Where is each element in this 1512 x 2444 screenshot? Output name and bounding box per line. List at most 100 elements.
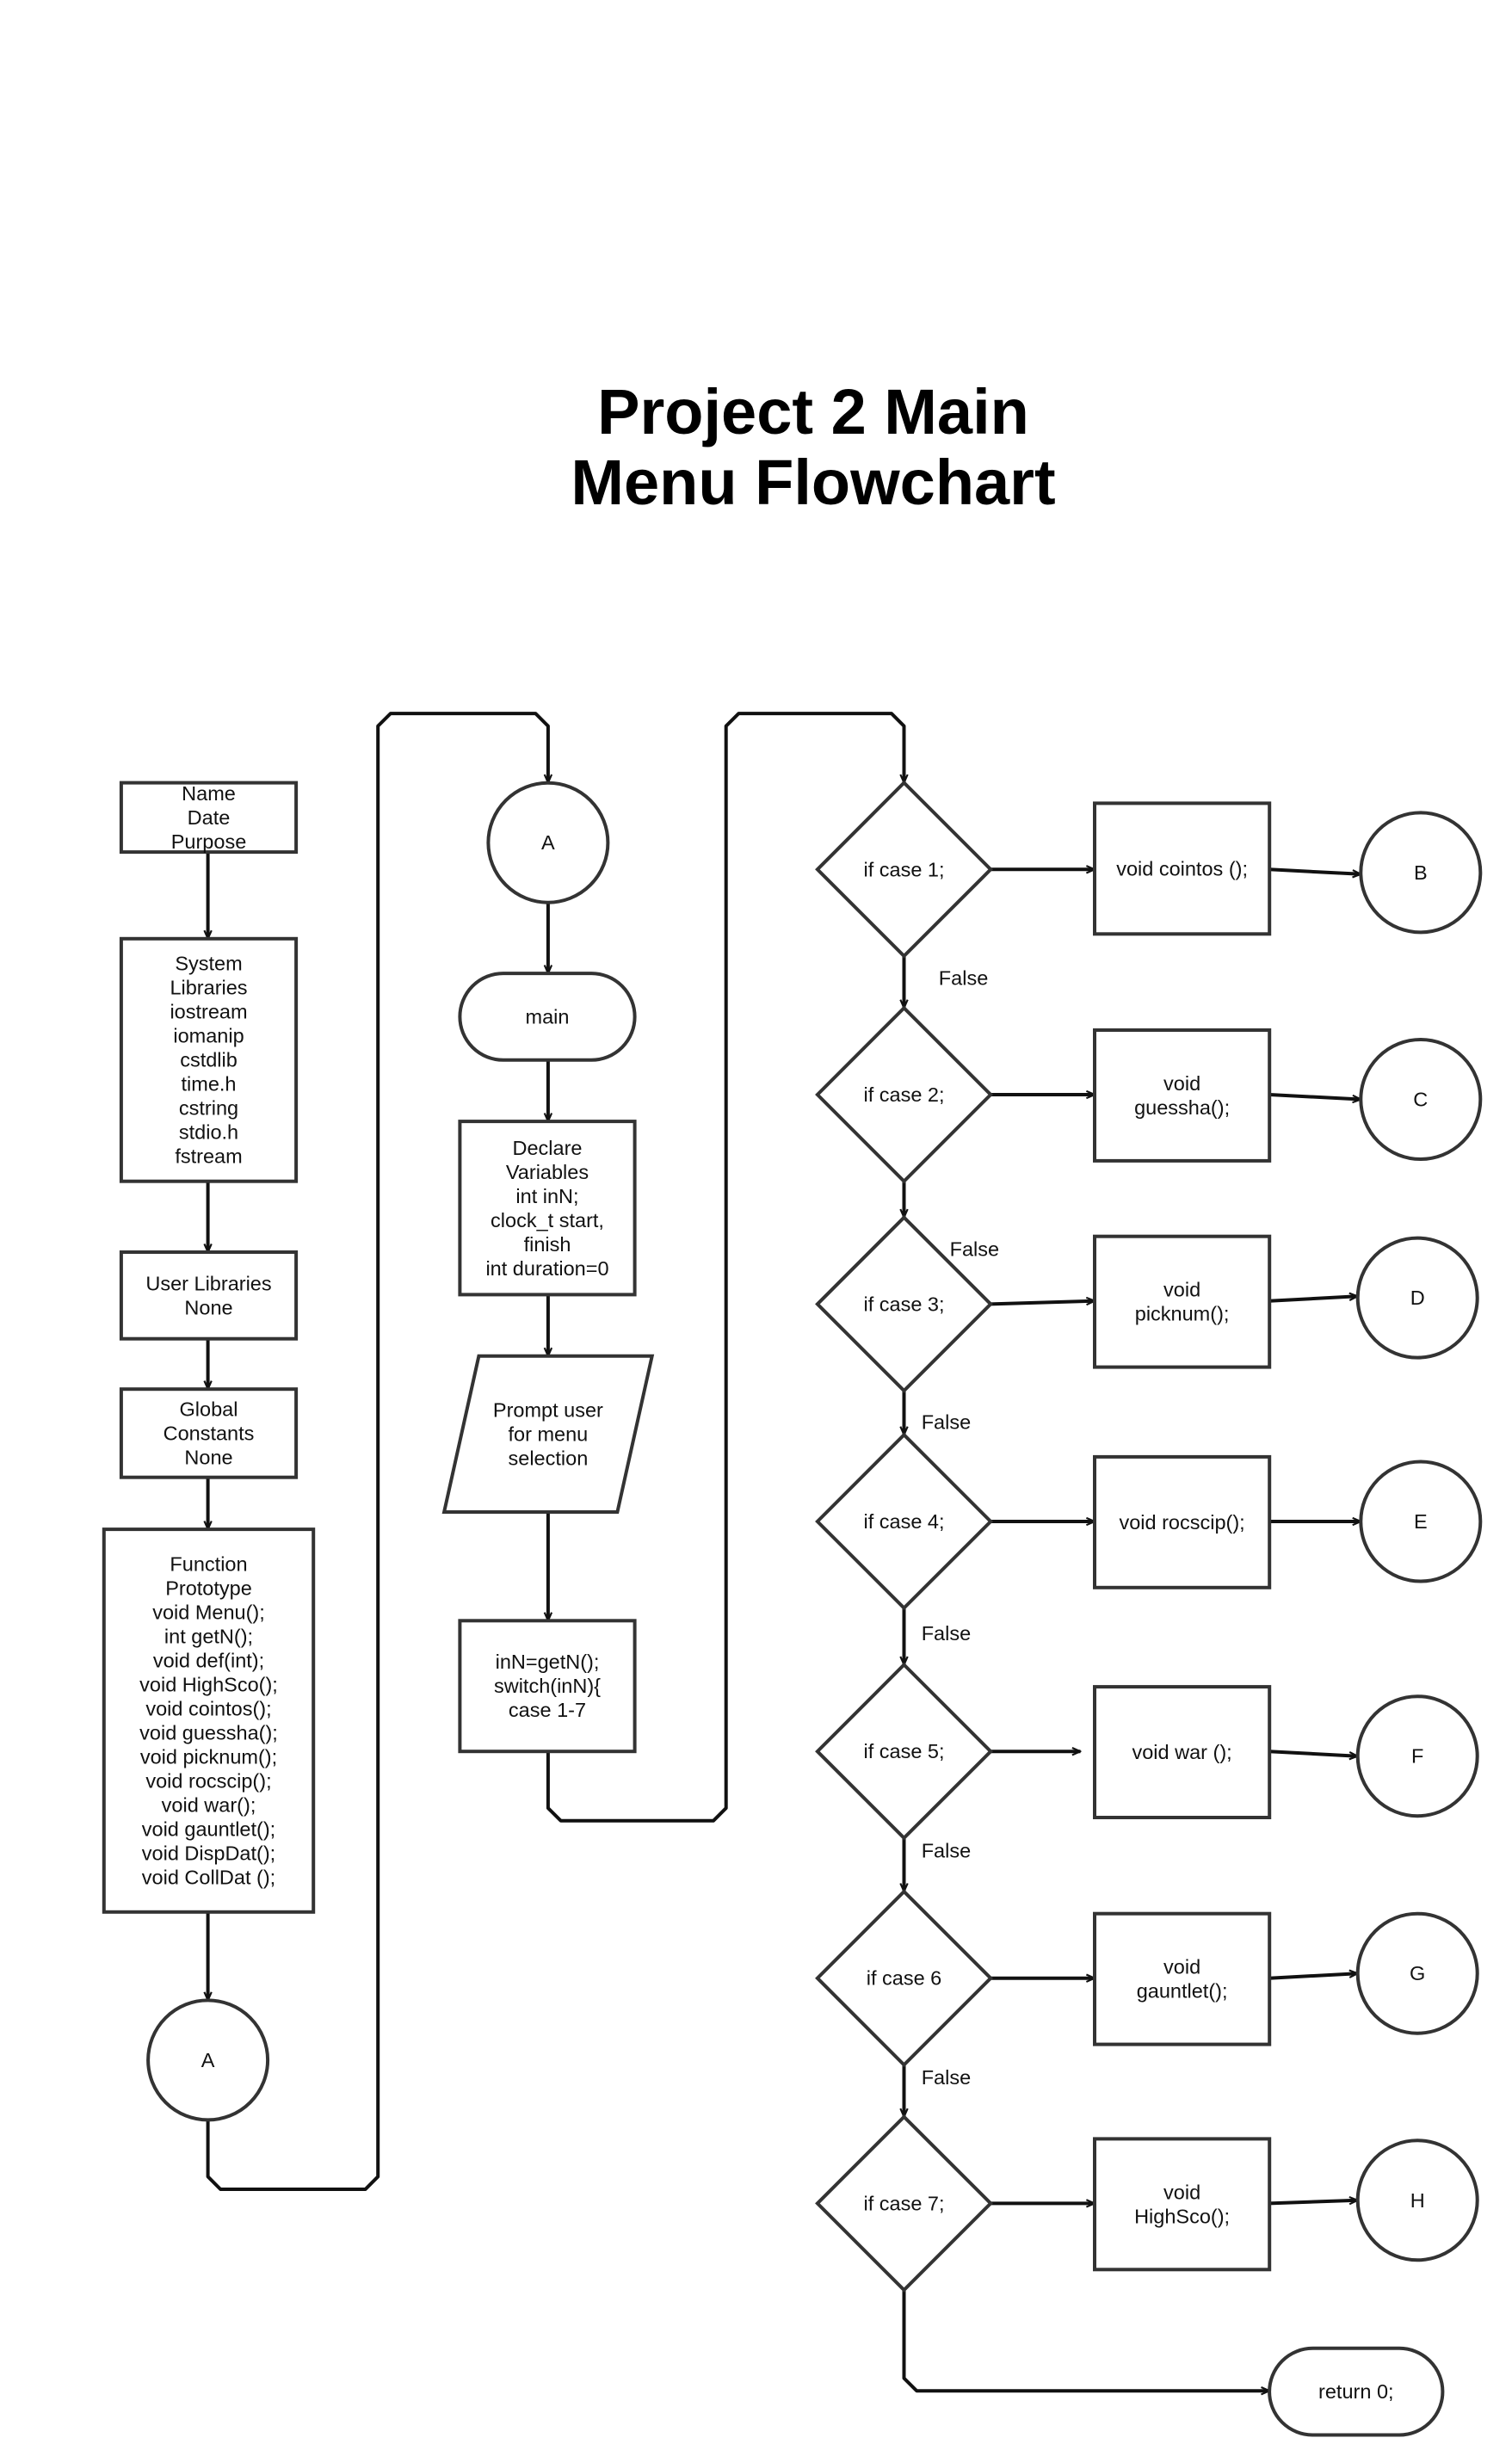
decision-case-6-text-line: if case 6: [867, 1967, 942, 1990]
connector-a-out-text-line: A: [201, 2049, 215, 2071]
connector-c-text-line: C: [1413, 1089, 1428, 1111]
edge-getn-to-if1: [546, 712, 904, 1823]
connector-a-out-shape: [146, 1998, 270, 2122]
system-libraries-box: SystemLibrariesiostreamiomanipcstdlibtim…: [119, 936, 299, 1183]
return-terminator-shape: [1268, 2346, 1445, 2437]
connector-d: D: [1355, 1236, 1479, 1360]
declare-variables-box-shape: [458, 1120, 637, 1297]
connector-e-text-line: E: [1414, 1510, 1428, 1533]
return-terminator-text-line: return 0;: [1318, 2380, 1394, 2403]
system-libraries-box-text-line: System: [175, 953, 242, 975]
decision-case-6: if case 6: [815, 1889, 994, 2068]
decision-case-4-shape: [815, 1432, 994, 1611]
edge-label-false-5: False: [922, 1840, 971, 1862]
connector-f-shape: [1355, 1694, 1479, 1818]
connector-a-in: A: [486, 781, 610, 904]
function-prototypes-box-text-line: void HighSco();: [139, 1674, 278, 1696]
decision-case-2-shape: [815, 1005, 994, 1184]
decision-case-3: if case 3;: [815, 1214, 994, 1393]
system-libraries-box-text-line: cstdlib: [180, 1049, 238, 1071]
function-call-2-shape: [1093, 1028, 1272, 1163]
decision-case-5-text-line: if case 5;: [863, 1740, 944, 1762]
connector-f: F: [1355, 1694, 1479, 1818]
function-call-5-text-line: void war ();: [1132, 1741, 1231, 1763]
function-prototypes-box-text-line: Function: [170, 1553, 247, 1576]
connector-h-text-line: H: [1410, 2189, 1425, 2212]
decision-case-7: if case 7;: [815, 2114, 994, 2293]
header-box-shape: [119, 781, 299, 855]
global-constants-box-shape: [119, 1387, 299, 1479]
connector-f-text-line: F: [1411, 1745, 1423, 1768]
edge-label-false-6: False: [922, 2066, 971, 2089]
function-call-4: void rocscip();: [1093, 1454, 1272, 1589]
edge-label-false-2: False: [950, 1237, 999, 1260]
function-call-3-text-line: void: [1163, 1279, 1200, 1301]
function-prototypes-box-text-line: void cointos();: [145, 1698, 271, 1720]
function-call-4-shape: [1093, 1454, 1272, 1589]
decision-case-2: if case 2;: [815, 1005, 994, 1184]
function-prototypes-box-text-line: int getN();: [164, 1626, 253, 1648]
get-input-switch-box: inN=getN();switch(inN){case 1-7: [458, 1619, 637, 1754]
function-call-3-text-line: picknum();: [1135, 1303, 1230, 1325]
get-input-switch-box-text-line: inN=getN();: [496, 1651, 600, 1673]
prompt-input-box-text-line: Prompt user: [493, 1398, 603, 1421]
function-call-5-shape: [1093, 1685, 1272, 1819]
function-prototypes-box-text-line: void rocscip();: [145, 1770, 271, 1793]
decision-case-7-shape: [815, 2114, 994, 2293]
declare-variables-box-text-line: finish: [524, 1233, 571, 1256]
global-constants-box-text-line: None: [184, 1447, 232, 1469]
main-terminator-text-line: main: [526, 1005, 570, 1028]
edge-f6-to-g: [1268, 1973, 1358, 1980]
global-constants-box-text-line: Constants: [164, 1423, 255, 1445]
function-call-2-text-line: void: [1163, 1072, 1200, 1095]
nodes-layer: NameDatePurposeSystemLibrariesiostreamio…: [102, 780, 1483, 2437]
system-libraries-box-text-line: iomanip: [173, 1025, 244, 1047]
header-box-text-line: Purpose: [171, 830, 247, 853]
function-call-1: void cointos ();: [1093, 801, 1272, 936]
prompt-input-box-text-line: selection: [509, 1447, 589, 1469]
decision-case-6-shape: [815, 1889, 994, 2068]
function-call-6-text-line: gauntlet();: [1137, 1980, 1228, 2003]
function-prototypes-box-text-line: void war();: [162, 1794, 256, 1817]
connector-c-shape: [1359, 1038, 1483, 1161]
connector-a-out: A: [146, 1998, 270, 2122]
decision-case-1-text-line: if case 1;: [863, 858, 944, 880]
connector-d-shape: [1355, 1236, 1479, 1360]
connector-h: H: [1355, 2138, 1479, 2262]
header-box-text-line: Date: [188, 806, 231, 829]
connector-e: E: [1359, 1460, 1483, 1583]
declare-variables-box-text-line: Declare: [513, 1137, 583, 1159]
user-libraries-box-shape: [119, 1250, 299, 1341]
edge-f1-to-b: [1268, 867, 1361, 874]
decision-case-1-shape: [815, 780, 994, 959]
system-libraries-box-text-line: iostream: [170, 1001, 247, 1023]
connector-g: G: [1355, 1911, 1479, 2035]
connector-e-shape: [1359, 1460, 1483, 1583]
edge-if3-to-f3: [991, 1301, 1095, 1306]
get-input-switch-box-text-line: switch(inN){: [494, 1675, 601, 1697]
system-libraries-box-text-line: time.h: [182, 1073, 237, 1095]
connector-g-text-line: G: [1410, 1962, 1425, 1984]
connector-b-text-line: B: [1414, 861, 1428, 884]
function-prototypes-box-text-line: void guessha();: [139, 1722, 278, 1744]
function-prototypes-box-text-line: Prototype: [165, 1577, 252, 1600]
decision-case-4: if case 4;: [815, 1432, 994, 1611]
function-call-1-shape: [1093, 801, 1272, 936]
edge-f3-to-d: [1268, 1296, 1358, 1303]
system-libraries-box-shape: [119, 936, 299, 1183]
function-prototypes-box-text-line: void def(int);: [153, 1650, 264, 1672]
function-prototypes-box-text-line: void Menu();: [152, 1602, 265, 1624]
function-call-7-text-line: void: [1163, 2181, 1200, 2203]
get-input-switch-box-shape: [458, 1619, 637, 1754]
function-prototypes-box-text-line: void DispDat();: [142, 1842, 275, 1865]
decision-case-4-text-line: if case 4;: [863, 1510, 944, 1533]
edge-if7-to-return: [902, 2290, 1270, 2391]
edge-label-false-1: False: [939, 967, 988, 990]
declare-variables-box-text-line: int duration=0: [485, 1257, 608, 1280]
connector-d-text-line: D: [1410, 1287, 1425, 1309]
decision-case-5-shape: [815, 1662, 994, 1841]
